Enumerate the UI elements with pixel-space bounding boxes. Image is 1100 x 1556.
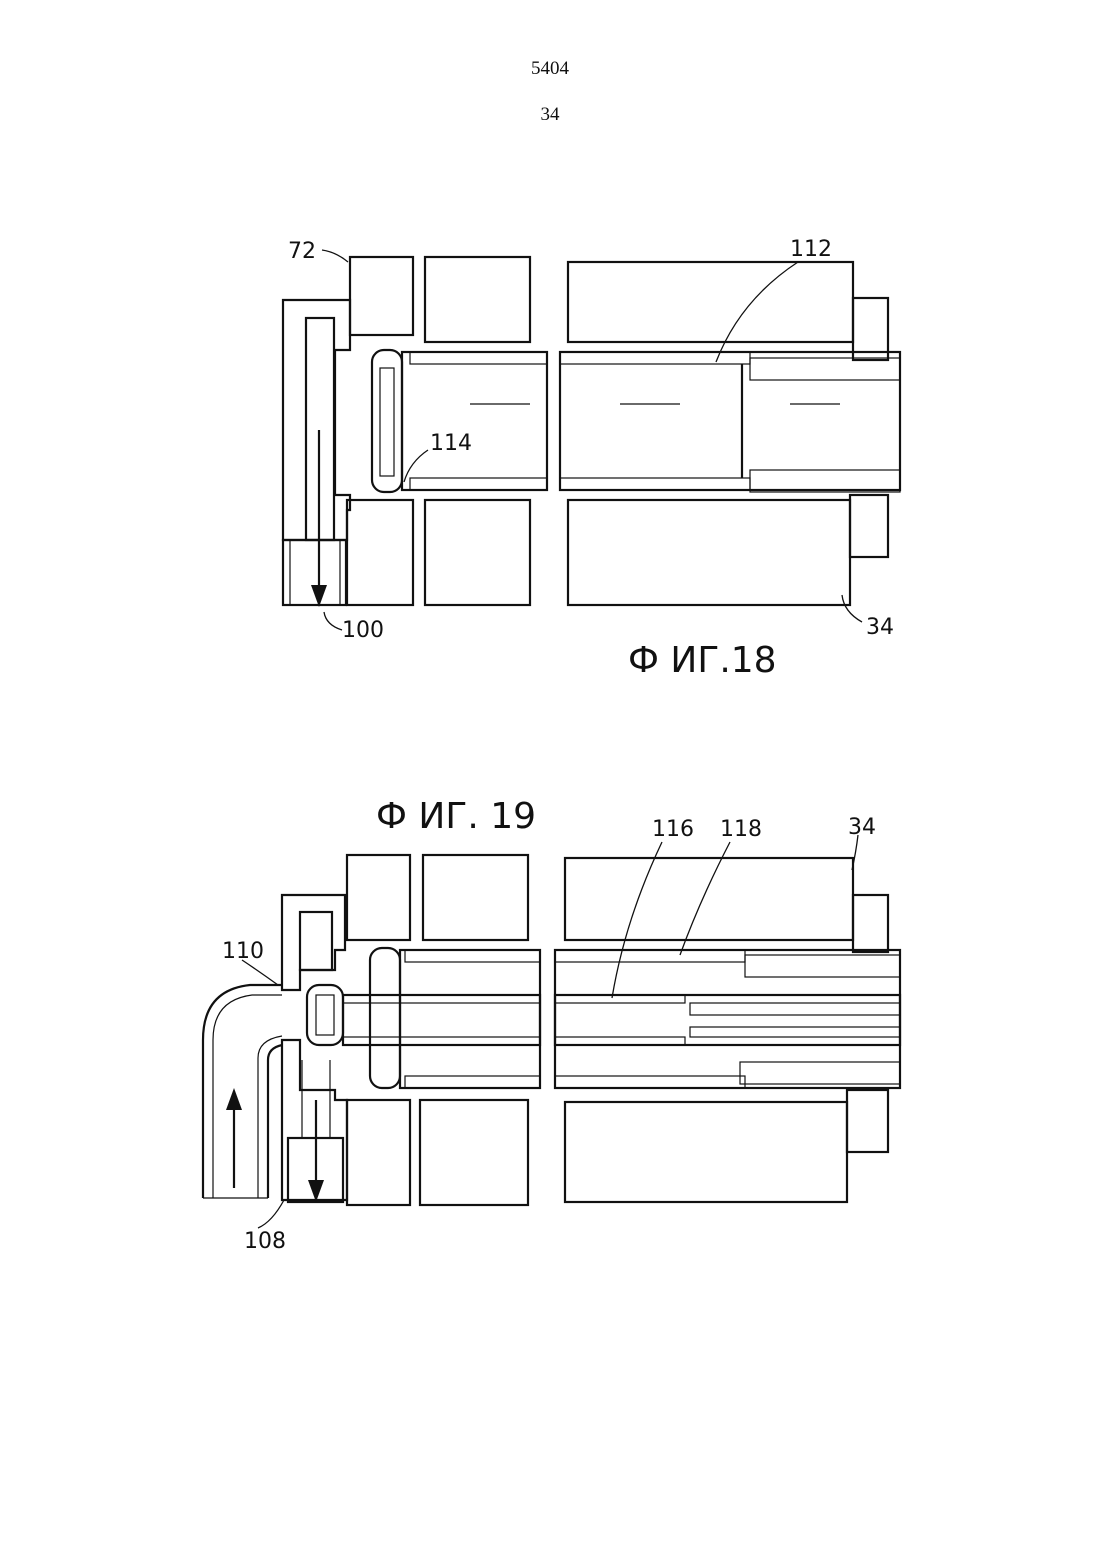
fig18-end-plate-top (853, 298, 888, 360)
fig19-mold-plate-bottom (420, 1100, 528, 1205)
fig19-sleeve-outer (745, 955, 900, 977)
fig18-cap-housing (283, 300, 350, 540)
fig19-label-108: 108 (244, 1229, 286, 1254)
fig18-flow-arrow (311, 585, 327, 607)
fig19-end-plate-top (853, 895, 888, 952)
fig19-outlet-arrow (308, 1180, 324, 1202)
fig18-outlet-pipe (283, 540, 346, 605)
fig18-body-bottom (568, 500, 850, 605)
fig19-seal-outer (370, 948, 400, 1088)
fig19-mold-plate-top (423, 855, 528, 940)
fig18-flange-bottom (347, 500, 413, 605)
fig18-end-plate-bottom (850, 495, 888, 557)
fig19-sleeve-inner (690, 1003, 900, 1015)
fig18-flange-72-top (350, 257, 413, 335)
fig18-insert-sleeve (750, 358, 900, 380)
fig19-body-bottom (565, 1102, 847, 1202)
fig19-label-110: 110 (222, 939, 264, 964)
fig19-body-top (565, 858, 853, 940)
fig18-seal-ring-114 (372, 350, 402, 492)
fig19-flange-bottom (347, 1100, 410, 1205)
fig18-caption: Ф ИГ.18 (628, 640, 777, 681)
figure-19: Ф ИГ. 19 (203, 796, 900, 1254)
fig19-tube-right-outer (555, 950, 900, 1088)
fig19-inlet-arrow (226, 1088, 242, 1110)
fig18-label-114: 114 (430, 431, 472, 456)
figure-18: 72 112 114 100 34 Ф ИГ.18 (283, 237, 900, 681)
fig18-body-top (568, 262, 853, 342)
fig19-tube-left-outer (400, 950, 540, 1088)
fig18-tube-right (560, 352, 900, 490)
fig19-caption: Ф ИГ. 19 (376, 796, 536, 837)
fig18-mold-plate-top (425, 257, 530, 342)
fig19-label-116: 116 (652, 817, 694, 842)
fig19-inlet-elbow-110 (203, 985, 282, 1198)
fig18-label-34: 34 (866, 615, 894, 640)
fig19-label-34: 34 (848, 815, 876, 840)
fig19-label-118: 118 (720, 817, 762, 842)
fig19-outlet-channel (300, 912, 332, 970)
fig19-end-plate-bottom (847, 1090, 888, 1152)
fig18-label-100: 100 (342, 618, 384, 643)
fig18-label-112: 112 (790, 237, 832, 262)
fig19-flange-top (347, 855, 410, 940)
fig19-seal-inner (307, 985, 343, 1045)
fig19-cap-housing (282, 895, 345, 990)
fig18-mold-plate-bottom (425, 500, 530, 605)
fig18-label-72: 72 (288, 239, 316, 264)
fig18-tube-left (402, 352, 547, 490)
